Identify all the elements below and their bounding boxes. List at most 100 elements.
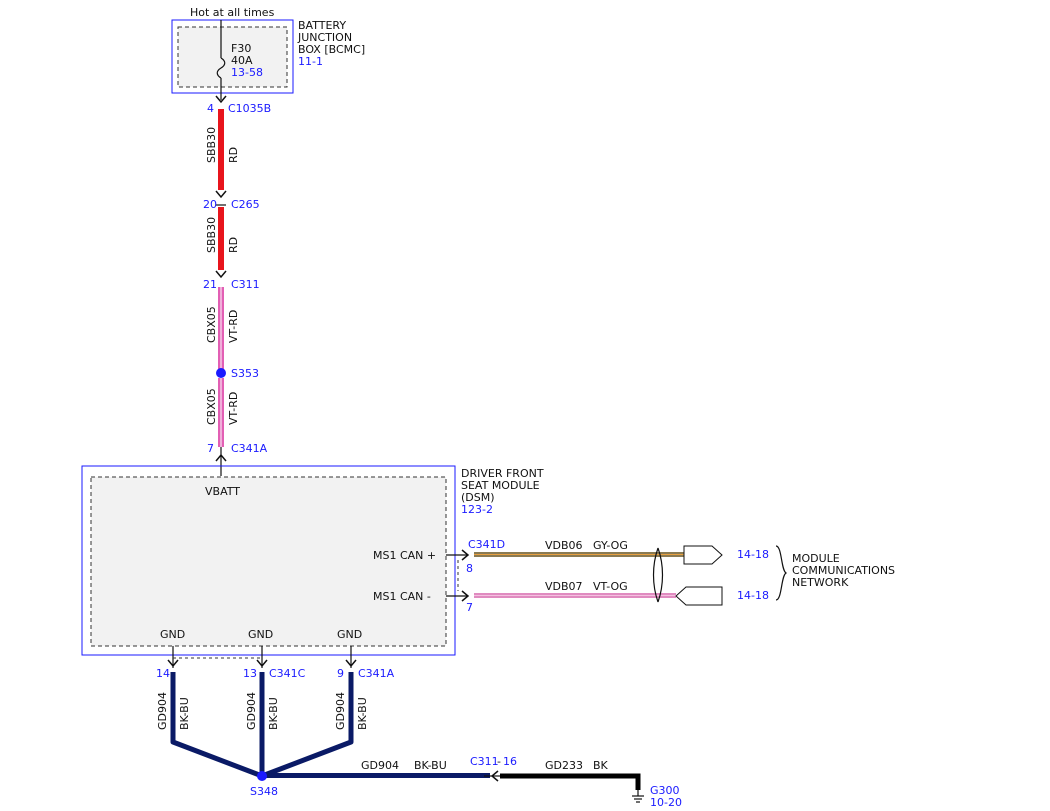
network-label-3: NETWORK xyxy=(792,576,849,589)
fuse-name: F30 xyxy=(231,42,251,55)
wire-gd904-bus xyxy=(262,773,490,778)
c311-label[interactable]: C311 xyxy=(231,278,260,291)
connector-arrow-icon xyxy=(490,770,499,782)
dsm-ref[interactable]: 123-2 xyxy=(461,503,493,516)
wire-gd904-1 xyxy=(170,672,263,779)
bjb-label-3: BOX [BCMC] xyxy=(298,43,365,56)
c311-16-label[interactable]: C311 xyxy=(470,755,499,768)
gnd1-circuit: GD904 xyxy=(156,692,169,730)
network-label-1: MODULE xyxy=(792,552,840,565)
c265-label[interactable]: C265 xyxy=(231,198,260,211)
connector-arrow-icon xyxy=(345,659,357,668)
fuse-icon xyxy=(216,57,226,79)
gnd2-circuit: GD904 xyxy=(245,692,258,730)
gnd-mid-pin: 13 xyxy=(243,667,257,680)
dsm-label-3: (DSM) xyxy=(461,491,495,504)
gnd3-circuit: GD904 xyxy=(334,692,347,730)
wire-sbb30-seg1 xyxy=(218,109,224,190)
c341a-top-pin: 7 xyxy=(207,442,214,455)
connector-arrow-icon xyxy=(461,590,470,602)
bjb-ref[interactable]: 11-1 xyxy=(298,55,323,68)
c311-pin: 21 xyxy=(203,278,217,291)
connector-arrow-icon xyxy=(215,270,227,279)
splice-s353-dot xyxy=(216,368,226,378)
fuse-ref[interactable]: 13-58 xyxy=(231,66,263,79)
ground-icon xyxy=(632,790,644,803)
gnd-bus-circuit: GD904 xyxy=(361,759,399,772)
network-arrow-in-icon xyxy=(675,586,723,606)
s348-label[interactable]: S348 xyxy=(250,785,278,798)
can-minus-circuit: VDB07 xyxy=(545,580,583,593)
g300-label[interactable]: G300 xyxy=(650,784,680,797)
network-arrow-out-icon xyxy=(683,545,723,565)
connector-arrow-icon xyxy=(215,190,227,199)
splice-s348-dot xyxy=(257,771,267,781)
dsm-can-minus-label: MS1 CAN - xyxy=(373,590,431,603)
seg2-color: RD xyxy=(227,237,240,253)
seg2-circuit: SBB30 xyxy=(205,217,218,253)
c311-16-dash: - xyxy=(497,755,501,768)
c1035b-pin: 4 xyxy=(207,102,214,115)
gnd-bus-color: BK-BU xyxy=(414,759,447,772)
can-plus-color: GY-OG xyxy=(593,539,628,552)
c341d-label[interactable]: C341D xyxy=(468,538,505,551)
fuse-rating: 40A xyxy=(231,54,253,67)
connector-arrow-icon xyxy=(461,549,470,561)
dsm-inner-box xyxy=(90,476,447,647)
ground-color: BK xyxy=(593,759,609,772)
dsm-gnd-label-1: GND xyxy=(160,628,185,641)
dsm-vbatt-label: VBATT xyxy=(205,485,240,498)
network-brace-icon xyxy=(775,545,788,601)
gnd-right-pin: 9 xyxy=(337,667,344,680)
gnd-right-label[interactable]: C341A xyxy=(358,667,395,680)
c341a-top-label[interactable]: C341A xyxy=(231,442,268,455)
seg3-circuit: CBX05 xyxy=(205,306,218,343)
driver-front-seat-module xyxy=(81,465,456,656)
dsm-can-plus-label: MS1 CAN + xyxy=(373,549,436,562)
s353-label[interactable]: S353 xyxy=(231,367,259,380)
c311-16-pin: 16 xyxy=(503,755,517,768)
connector-arrow-icon xyxy=(215,95,227,104)
network-label-2: COMMUNICATIONS xyxy=(792,564,895,577)
twisted-pair-icon xyxy=(657,547,664,603)
bjb-outer-box xyxy=(171,19,294,94)
wire-gd904-3 xyxy=(261,672,354,779)
gnd1-color: BK-BU xyxy=(178,697,191,730)
bjb-label-1: BATTERY xyxy=(298,19,346,32)
seg3-color: VT-RD xyxy=(227,310,240,343)
bjb-label-2: JUNCTION xyxy=(297,31,352,44)
seg1-circuit: SBB30 xyxy=(205,127,218,163)
dsm-gnd-label-3: GND xyxy=(337,628,362,641)
connector-arrow-icon xyxy=(215,453,227,462)
gnd-mid-label[interactable]: C341C xyxy=(269,667,306,680)
hot-at-all-times-label: Hot at all times xyxy=(190,6,275,19)
twisted-pair-icon xyxy=(652,547,659,603)
connector-arrow-icon xyxy=(256,659,268,668)
can-plus-circuit: VDB06 xyxy=(545,539,583,552)
connector-arrow-icon xyxy=(167,659,179,668)
gnd2-color: BK-BU xyxy=(267,697,280,730)
c341d-pin-minus: 7 xyxy=(466,601,473,614)
wire-sbb30-seg2 xyxy=(218,207,224,270)
dsm-label-2: SEAT MODULE xyxy=(461,479,540,492)
c1035b-label[interactable]: C1035B xyxy=(228,102,271,115)
bjb-inner-box xyxy=(177,26,288,88)
wire-gd233 xyxy=(500,773,641,790)
can-minus-color: VT-OG xyxy=(593,580,628,593)
network-ref-minus[interactable]: 14-18 xyxy=(737,589,769,602)
dsm-label-1: DRIVER FRONT xyxy=(461,467,544,480)
dsm-outer-box xyxy=(81,465,456,656)
dsm-gnd-label-2: GND xyxy=(248,628,273,641)
seg4-circuit: CBX05 xyxy=(205,388,218,425)
battery-junction-box xyxy=(171,19,294,94)
seg4-color: VT-RD xyxy=(227,392,240,425)
c341d-pin-plus: 8 xyxy=(466,562,473,575)
gnd-left-pin: 14 xyxy=(156,667,170,680)
g300-ref[interactable]: 10-20 xyxy=(650,796,682,809)
ground-circuit: GD233 xyxy=(545,759,583,772)
network-ref-plus[interactable]: 14-18 xyxy=(737,548,769,561)
seg1-color: RD xyxy=(227,147,240,163)
c265-pin: 20 xyxy=(203,198,217,211)
gnd3-color: BK-BU xyxy=(356,697,369,730)
